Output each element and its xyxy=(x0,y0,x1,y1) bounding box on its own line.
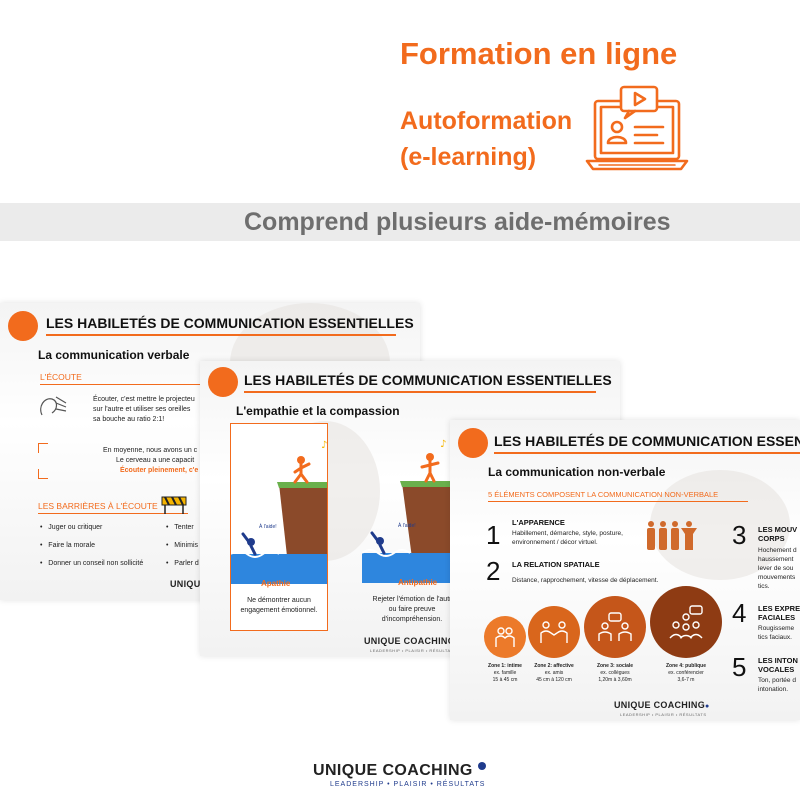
subtitle-line-1: Autoformation xyxy=(400,107,573,135)
item-number: 5 xyxy=(732,652,747,682)
barrier-left-1: • Juger ou critiquer xyxy=(40,524,103,531)
item-desc-body: Hochement d haussement lever de sou mouv… xyxy=(758,547,797,590)
title-underline xyxy=(244,391,596,393)
two-people-icon xyxy=(495,627,515,647)
title-underline xyxy=(46,334,396,336)
item-number: 4 xyxy=(732,598,747,628)
subtitle-line-2: (e-learning) xyxy=(400,143,537,171)
subhead-rule xyxy=(38,513,188,514)
listening-text: Écouter, c'est mettre le projecteu sur l… xyxy=(93,396,195,423)
section-title: La communication verbale xyxy=(38,348,190,362)
handshake-people-icon xyxy=(540,621,568,643)
zone-3-label: Zone 3: sociale ex. collègues 1,20m à 3,… xyxy=(596,663,634,683)
bracket-corner xyxy=(38,469,48,479)
slide-nonverbal-communication: LES HABILETÉS DE COMMUNICATION ESSENT La… xyxy=(450,420,800,720)
item-title-vocal: LES INTON VOCALES xyxy=(758,656,798,674)
barrier-right-3: • Parler d xyxy=(166,560,199,567)
slide-logo: UNIQUE COACHING● xyxy=(364,636,459,646)
slide-title: LES HABILETÉS DE COMMUNICATION ESSENT xyxy=(494,433,800,449)
item-desc-spatial: Distance, rapprochement, vitesse de dépl… xyxy=(512,577,659,584)
item-title-appearance: L'APPARENCE xyxy=(512,518,565,527)
item-title-spatial: LA RELATION SPATIALE xyxy=(512,560,600,569)
title-underline xyxy=(494,452,800,454)
item-desc-appearance: Habillement, démarche, style, posture, e… xyxy=(512,530,623,546)
antipathy-caption: Antipathie xyxy=(398,578,438,587)
barrier-left-3: • Donner un conseil non sollicité xyxy=(40,560,144,567)
item-number: 2 xyxy=(486,556,501,586)
cliff-drowning-illustration: ♪ xyxy=(362,439,462,583)
zone-1-label: Zone 1: intime ex. famille 15 à 45 cm xyxy=(488,663,522,683)
page-subtitle: Autoformation (e-learning) xyxy=(400,103,572,175)
help-label: À l'aide! xyxy=(259,524,277,530)
average-text-2: Le cerveau a une capacit xyxy=(116,457,195,464)
bracket-corner xyxy=(38,443,48,453)
subhead-five-elements: 5 ÉLÉMENTS COMPOSENT LA COMMUNICATION NO… xyxy=(488,490,719,499)
footer-logo: UNIQUE COACHING xyxy=(313,762,473,779)
zone-public-circle xyxy=(650,586,722,658)
slide-logo: UNIQUE COACHING● xyxy=(614,700,710,710)
slide-logo: UNIQUE xyxy=(170,579,207,589)
subhead-rule xyxy=(488,501,748,502)
zone-4-label: Zone 4: publique ex. conférencier 3,6-7 … xyxy=(666,663,706,683)
cliff-drowning-illustration: ♪ xyxy=(231,440,327,584)
slide-logo-tagline: LEADERSHIP • PLAISIR • RÉSULTATS xyxy=(620,712,707,717)
item-number: 3 xyxy=(732,520,747,550)
barrier-right-2: • Minimis xyxy=(166,542,199,549)
elearning-laptop-icon xyxy=(585,85,689,171)
slide-logo-tagline: LEADERSHIP • PLAISIR • RÉSULTATS xyxy=(370,648,457,653)
item-number: 1 xyxy=(486,520,501,550)
apathy-caption: Apathie xyxy=(261,579,291,588)
zone-affective-circle xyxy=(528,606,580,658)
slide-bullet-dot xyxy=(458,428,488,458)
antipathy-description: Rejeter l'émotion de l'autr ou faire pre… xyxy=(372,596,452,623)
slide-bullet-dot xyxy=(208,367,238,397)
barrier-left-2: • Faire la morale xyxy=(40,542,95,549)
item-desc-vocal: Ton, portée d intonation. xyxy=(758,677,796,693)
footer-tagline: LEADERSHIP • PLAISIR • RÉSULTATS xyxy=(330,781,486,788)
average-text-1: En moyenne, nous avons un c xyxy=(103,447,198,454)
section-title: La communication non-verbale xyxy=(488,465,666,479)
help-label: À l'aide! xyxy=(398,523,416,529)
listen-fully-text: Écouter pleinement, c'e xyxy=(120,467,199,474)
audience-icon xyxy=(669,605,703,639)
page-title: Formation en ligne xyxy=(400,36,678,71)
zone-2-label: Zone 2: affective ex. amis 45 cm à 120 c… xyxy=(534,663,574,683)
subhead-rule xyxy=(40,384,200,385)
slide-bullet-dot xyxy=(8,311,38,341)
section-title: L'empathie et la compassion xyxy=(236,404,400,418)
item-title-facial: LES EXPRE FACIALES xyxy=(758,604,800,622)
banner: Comprend plusieurs aide-mémoires xyxy=(0,203,800,241)
slide-title: LES HABILETÉS DE COMMUNICATION ESSENTIEL… xyxy=(46,315,414,331)
subhead-barriers: LES BARRIÈRES À L'ÉCOUTE xyxy=(38,501,158,511)
banner-text: Comprend plusieurs aide-mémoires xyxy=(244,208,671,236)
apathy-description: Ne démontrer aucun engagement émotionnel… xyxy=(240,597,318,614)
conversation-people-icon xyxy=(598,612,632,641)
svg-text:♪: ♪ xyxy=(321,440,327,451)
subhead-listening: L'ÉCOUTE xyxy=(40,372,82,382)
zone-intimate-circle xyxy=(484,616,526,658)
svg-text:♪: ♪ xyxy=(440,439,446,450)
logo-dot xyxy=(478,762,486,770)
people-group-icon xyxy=(647,521,697,550)
barrier-icon xyxy=(161,496,187,514)
barrier-right-1: • Tenter xyxy=(166,524,194,531)
antipathy-panel: ♪ À l'aide! Antipathie Rejeter l'émotion… xyxy=(362,423,462,631)
ear-hand-icon xyxy=(40,396,67,416)
item-title-body: LES MOUV CORPS xyxy=(758,525,798,543)
item-desc-facial: Rougisseme tics faciaux. xyxy=(758,625,795,641)
slide-title: LES HABILETÉS DE COMMUNICATION ESSENTIEL… xyxy=(244,372,612,388)
apathy-panel: ♪ À l'aide! Apathie Ne démontrer aucun e… xyxy=(230,423,328,631)
zone-social-circle xyxy=(584,596,646,658)
